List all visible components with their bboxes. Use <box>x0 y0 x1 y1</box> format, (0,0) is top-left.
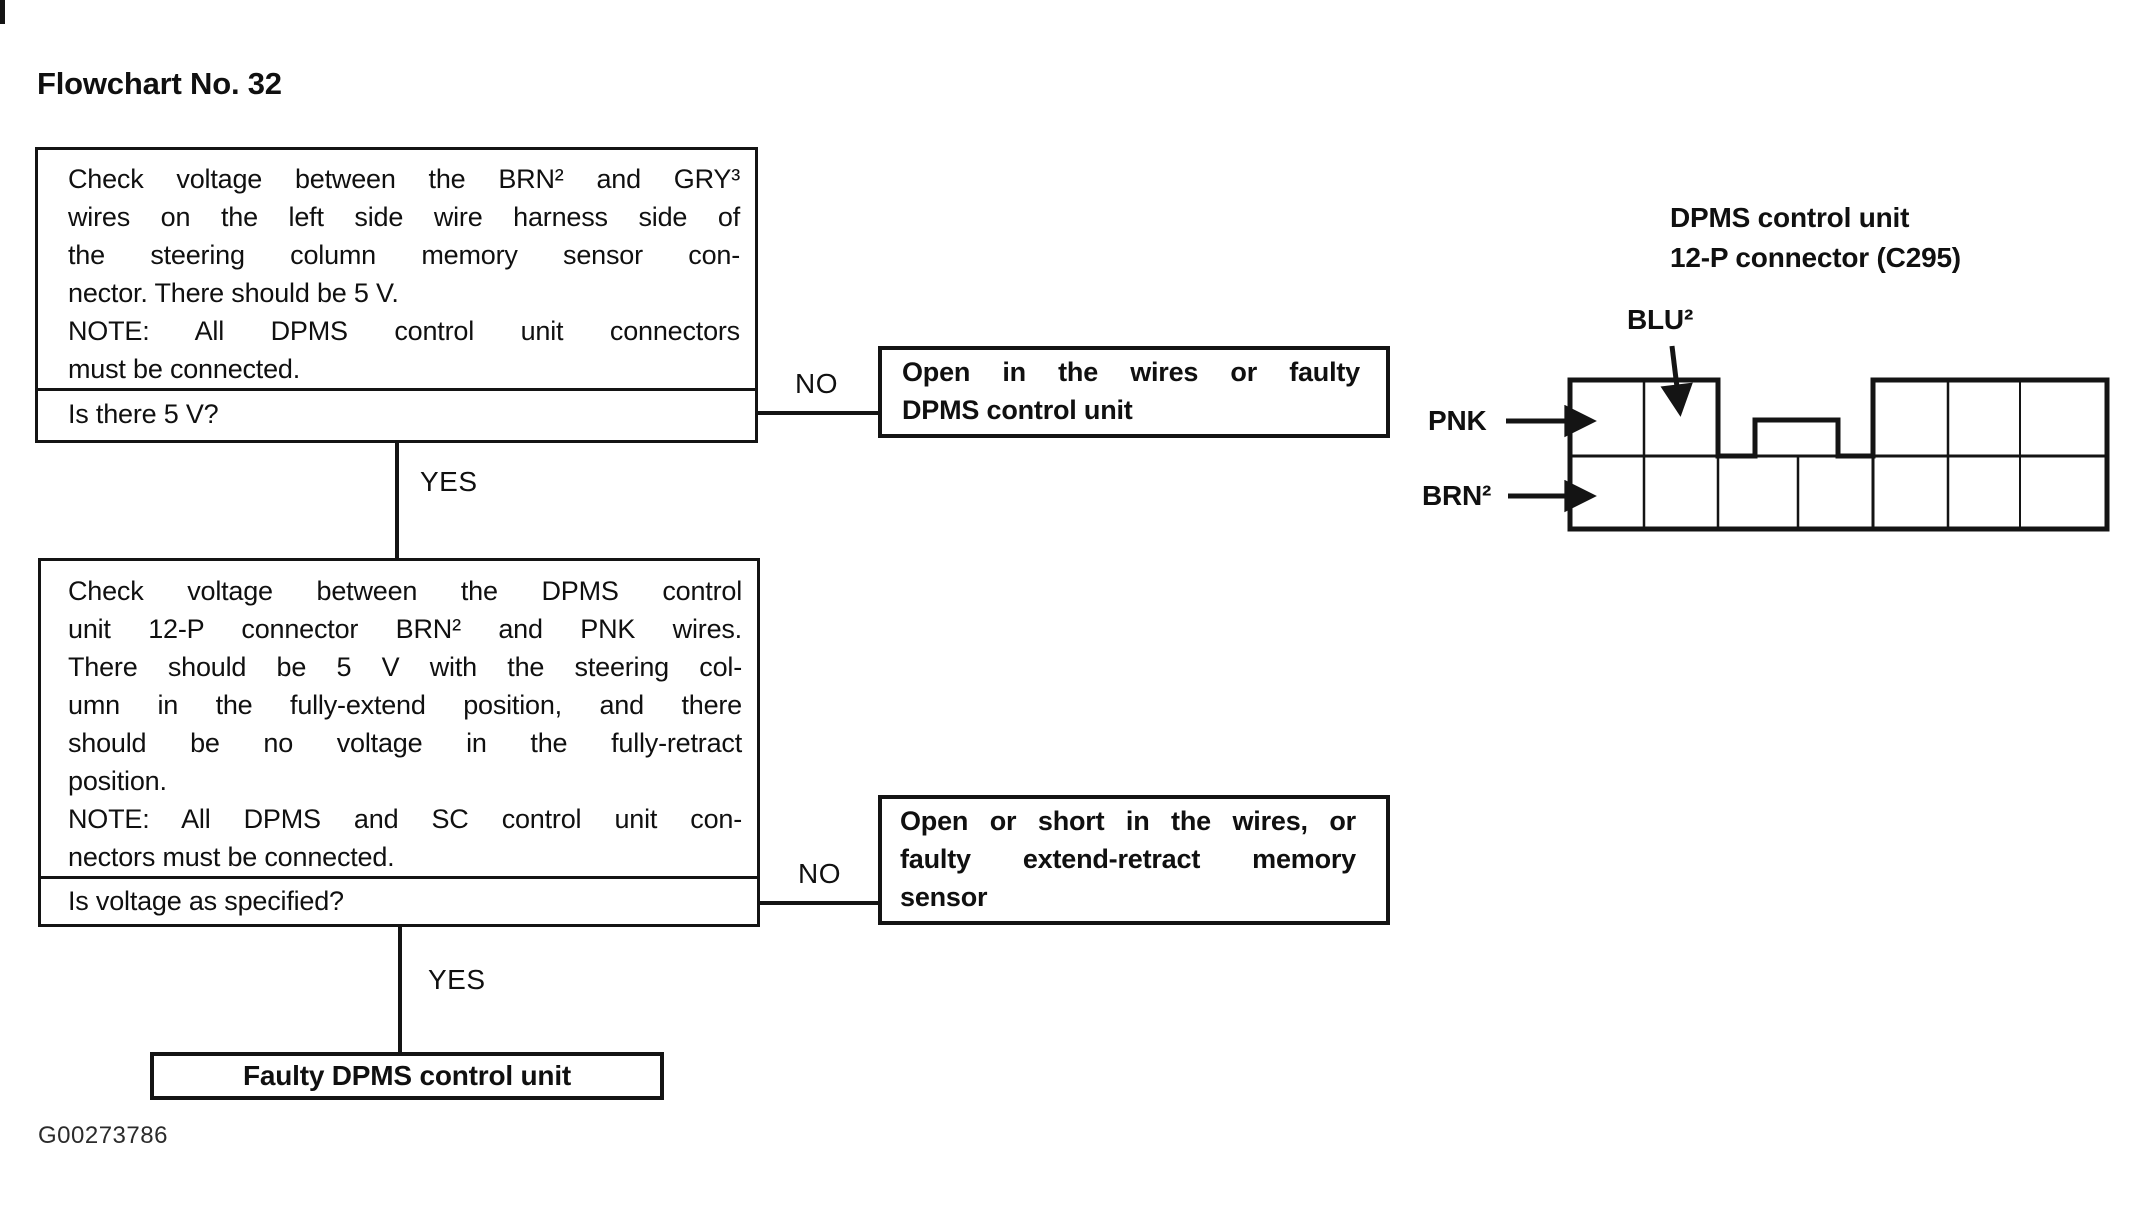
step2-result-line: Open or short in the wires, or <box>900 806 1356 836</box>
step2-line: unit 12-P connector BRN² and PNK wires. <box>68 614 742 644</box>
step2-line: should be no voltage in the fully-retrac… <box>68 728 742 758</box>
step1-line: the steering column memory sensor con- <box>68 240 740 270</box>
step1-result-line: DPMS control unit <box>902 395 1133 425</box>
step1-result-box: Open in the wires or faulty DPMS control… <box>878 346 1390 438</box>
scan-artifact <box>0 0 5 24</box>
step2-yes-line <box>398 927 402 1052</box>
step1-text: Check voltage between the BRN² and GRY³ … <box>38 150 755 388</box>
step2-yes-label: YES <box>428 964 486 995</box>
step2-line: position. <box>68 766 167 796</box>
pin-label-pnk: PNK <box>1428 405 1487 436</box>
step2-no-line <box>760 901 878 905</box>
page-title: Flowchart No. 32 <box>37 66 282 101</box>
step2-text: Check voltage between the DPMS control u… <box>41 561 757 876</box>
pin-label-blu: BLU² <box>1627 304 1694 335</box>
step1-result-line: Open in the wires or faulty <box>902 357 1360 387</box>
step1-line: Check voltage between the BRN² and GRY³ <box>68 164 740 194</box>
step2-line: NOTE: All DPMS and SC control unit con- <box>68 804 742 834</box>
pin-label-brn: BRN² <box>1422 480 1492 511</box>
step2-line: umn in the fully-extend position, and th… <box>68 690 742 720</box>
blu-arrow <box>1660 345 1693 417</box>
step2-question: Is voltage as specified? <box>41 876 757 924</box>
step1-yes-line <box>395 443 399 558</box>
connector-pin-diagram <box>1506 345 2110 532</box>
step2-line: There should be 5 V with the steering co… <box>68 652 742 682</box>
connector-title-line1: DPMS control unit <box>1670 202 1910 233</box>
step1-line: wires on the left side wire harness side… <box>68 202 740 232</box>
step1-line: must be connected. <box>68 354 301 384</box>
step1-line: nector. There should be 5 V. <box>68 278 399 308</box>
step1-no-line <box>758 411 878 415</box>
step2-box: Check voltage between the DPMS control u… <box>38 558 760 927</box>
step1-question: Is there 5 V? <box>38 388 755 438</box>
step2-result-line: sensor <box>900 882 988 912</box>
step1-no-label: NO <box>795 368 838 399</box>
step2-line: Check voltage between the DPMS control <box>68 576 742 606</box>
step2-no-label: NO <box>798 858 841 889</box>
step1-box: Check voltage between the BRN² and GRY³ … <box>35 147 758 443</box>
connector-title: DPMS control unit 12-P connector (C295) <box>1670 198 1961 278</box>
step1-yes-label: YES <box>420 466 478 497</box>
step2-result-line: faulty extend-retract memory <box>900 844 1356 874</box>
connector-title-line2: 12-P connector (C295) <box>1670 242 1961 273</box>
step1-line: NOTE: All DPMS control unit connectors <box>68 316 740 346</box>
figure-number: G00273786 <box>38 1122 168 1149</box>
step2-result-box: Open or short in the wires, or faulty ex… <box>878 795 1390 925</box>
final-result-box: Faulty DPMS control unit <box>150 1052 664 1100</box>
step2-line: nectors must be connected. <box>68 842 395 872</box>
